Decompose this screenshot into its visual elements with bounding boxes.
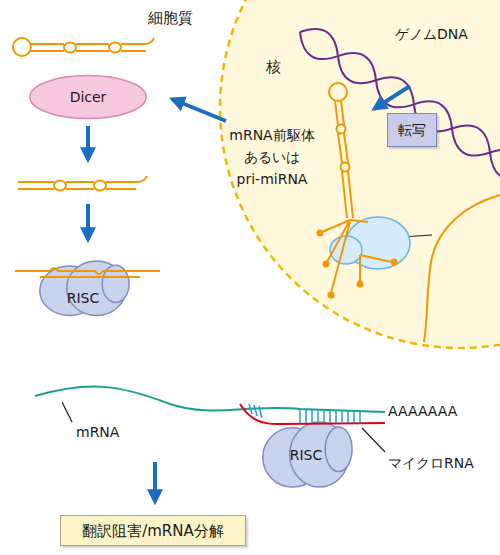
region-label: 核 [266,58,281,76]
leader-line [362,428,385,452]
process-arrow [86,126,90,160]
leader-line [62,402,72,422]
polya-tail-label: AAAAAAA [388,403,457,420]
complex-blob-shape [102,265,129,302]
hairpin-bulge [109,43,121,53]
rna-end [317,230,324,237]
duplex-bulge [54,181,66,191]
hairpin-loop [329,83,347,101]
complex-blob: RISC [35,256,131,318]
rna-end [391,259,398,266]
process-arrow [172,99,226,121]
outcome-box: 翻訳阻害/mRNA分解 [60,515,246,546]
rna-strand [424,195,500,342]
hairpin-bulge [64,43,76,53]
molecule-label: マイクロRNA [388,455,474,472]
enzyme-ellipse: Dicer [28,74,148,120]
rna-end [357,281,364,288]
node-text: 翻訳阻害/mRNA分解 [82,522,224,540]
rna-arm [322,220,392,293]
complex-blob-outline [35,256,131,318]
dna-strand [292,20,500,189]
process-arrow [374,86,410,109]
mrna-strand [35,386,385,412]
node-text: RISC [290,447,323,464]
node-text: RISC [67,290,100,307]
duplex-bulge [94,181,106,191]
node-text: Dicer [70,89,107,106]
rna-end [328,292,335,299]
microrna-strand [240,404,385,424]
genome-dna [292,20,500,189]
hairpin-bulge [337,125,346,134]
hairpin-stem [335,101,353,218]
molecule-label: mRNA前駆体 あるいは pri-miRNA [217,124,327,190]
process-arrow [153,462,157,502]
mirna-duplex [18,176,147,189]
region-label: 細胞質 [148,9,193,27]
complex-blob-shape [325,427,352,471]
node-text: 転写 [398,122,426,139]
complex-blob: RISC [258,416,354,490]
dna-strand [292,20,500,189]
molecule-label: ゲノムDNA [395,26,468,43]
process-box: 転写 [387,113,437,147]
rna-end [323,261,330,268]
molecule-label: mRNA [76,424,119,441]
enzyme-ellipse-shape [30,75,146,118]
hairpin-bulge [341,163,350,172]
pre-mirna-hairpin [30,38,154,51]
process-arrow [86,204,90,240]
hairpin-loop [13,38,31,56]
base-pairing [249,404,360,423]
